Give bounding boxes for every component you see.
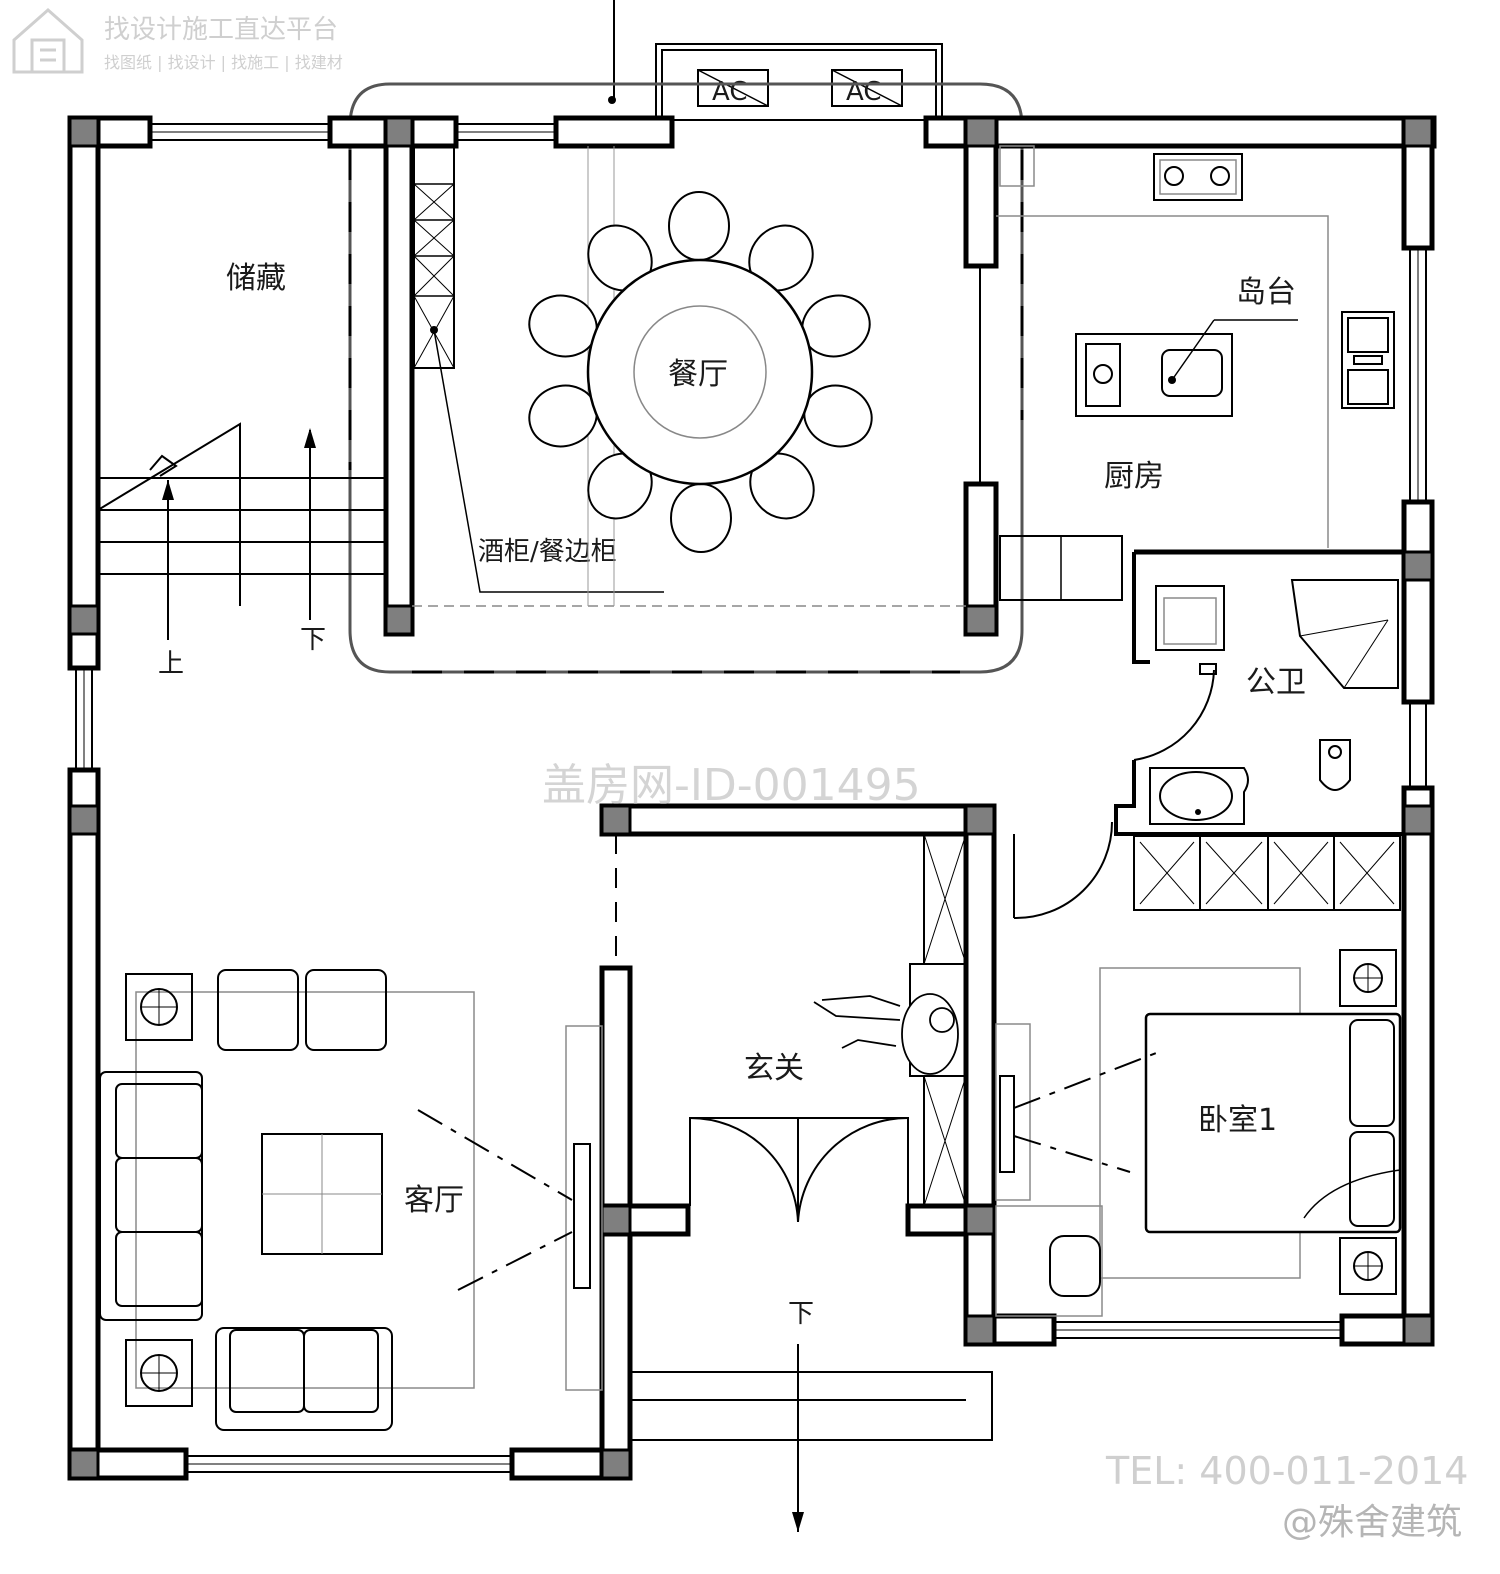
person-figure-icon: [813, 993, 959, 1075]
kitchen: 岛台 厨房: [996, 145, 1395, 601]
ac-label-2: AC: [846, 77, 881, 107]
foyer: 下 玄关: [629, 833, 993, 1532]
room-label-kitchen: 厨房: [1104, 459, 1164, 494]
room-label-bedroom1: 卧室1: [1198, 1103, 1277, 1138]
wine-cabinet-label: 酒柜/餐边柜: [478, 537, 617, 567]
stair-down-label: 下: [300, 625, 326, 655]
watermark-id: 盖房网-ID-001495: [542, 760, 921, 811]
brand-subtitle: 找图纸 | 找设计 | 找施工 | 找建材: [104, 53, 343, 72]
dining-chairs: [528, 191, 873, 553]
walls: [67, 115, 1437, 1481]
ac-platform: AC AC: [655, 43, 943, 121]
kitchen-island: 岛台: [1075, 275, 1298, 417]
foyer-exit-label: 下: [788, 1299, 814, 1329]
room-label-foyer: 玄关: [744, 1051, 804, 1086]
room-label-living: 客厅: [404, 1183, 464, 1218]
room-label-dining: 餐厅: [668, 357, 728, 392]
brand-title: 找设计施工直达平台: [104, 15, 338, 45]
house-logo-icon: [12, 7, 84, 74]
wine-cabinet: 酒柜/餐边柜: [413, 145, 664, 593]
living-room: 客厅: [99, 969, 603, 1431]
room-label-public-bath: 公卫: [1246, 665, 1306, 700]
room-label-storage: 储藏: [226, 261, 286, 296]
wardrobe: [1133, 835, 1401, 911]
public-bathroom: 公卫: [1133, 579, 1399, 825]
bedroom-1: 卧室1: [995, 949, 1402, 1317]
island-label: 岛台: [1236, 275, 1296, 310]
dining-zone-outline: [348, 82, 1024, 674]
ac-label-1: AC: [712, 77, 747, 107]
staircase: 上 下: [97, 422, 386, 679]
stair-up-label: 上: [158, 649, 184, 679]
brand-logo: 找设计施工直达平台 找图纸 | 找设计 | 找施工 | 找建材: [12, 7, 343, 74]
watermark-handle: @殊舍建筑: [1282, 1502, 1462, 1543]
watermark-tel: TEL: 400-011-2014: [1105, 1449, 1468, 1493]
dining-table: 餐厅: [528, 146, 873, 606]
